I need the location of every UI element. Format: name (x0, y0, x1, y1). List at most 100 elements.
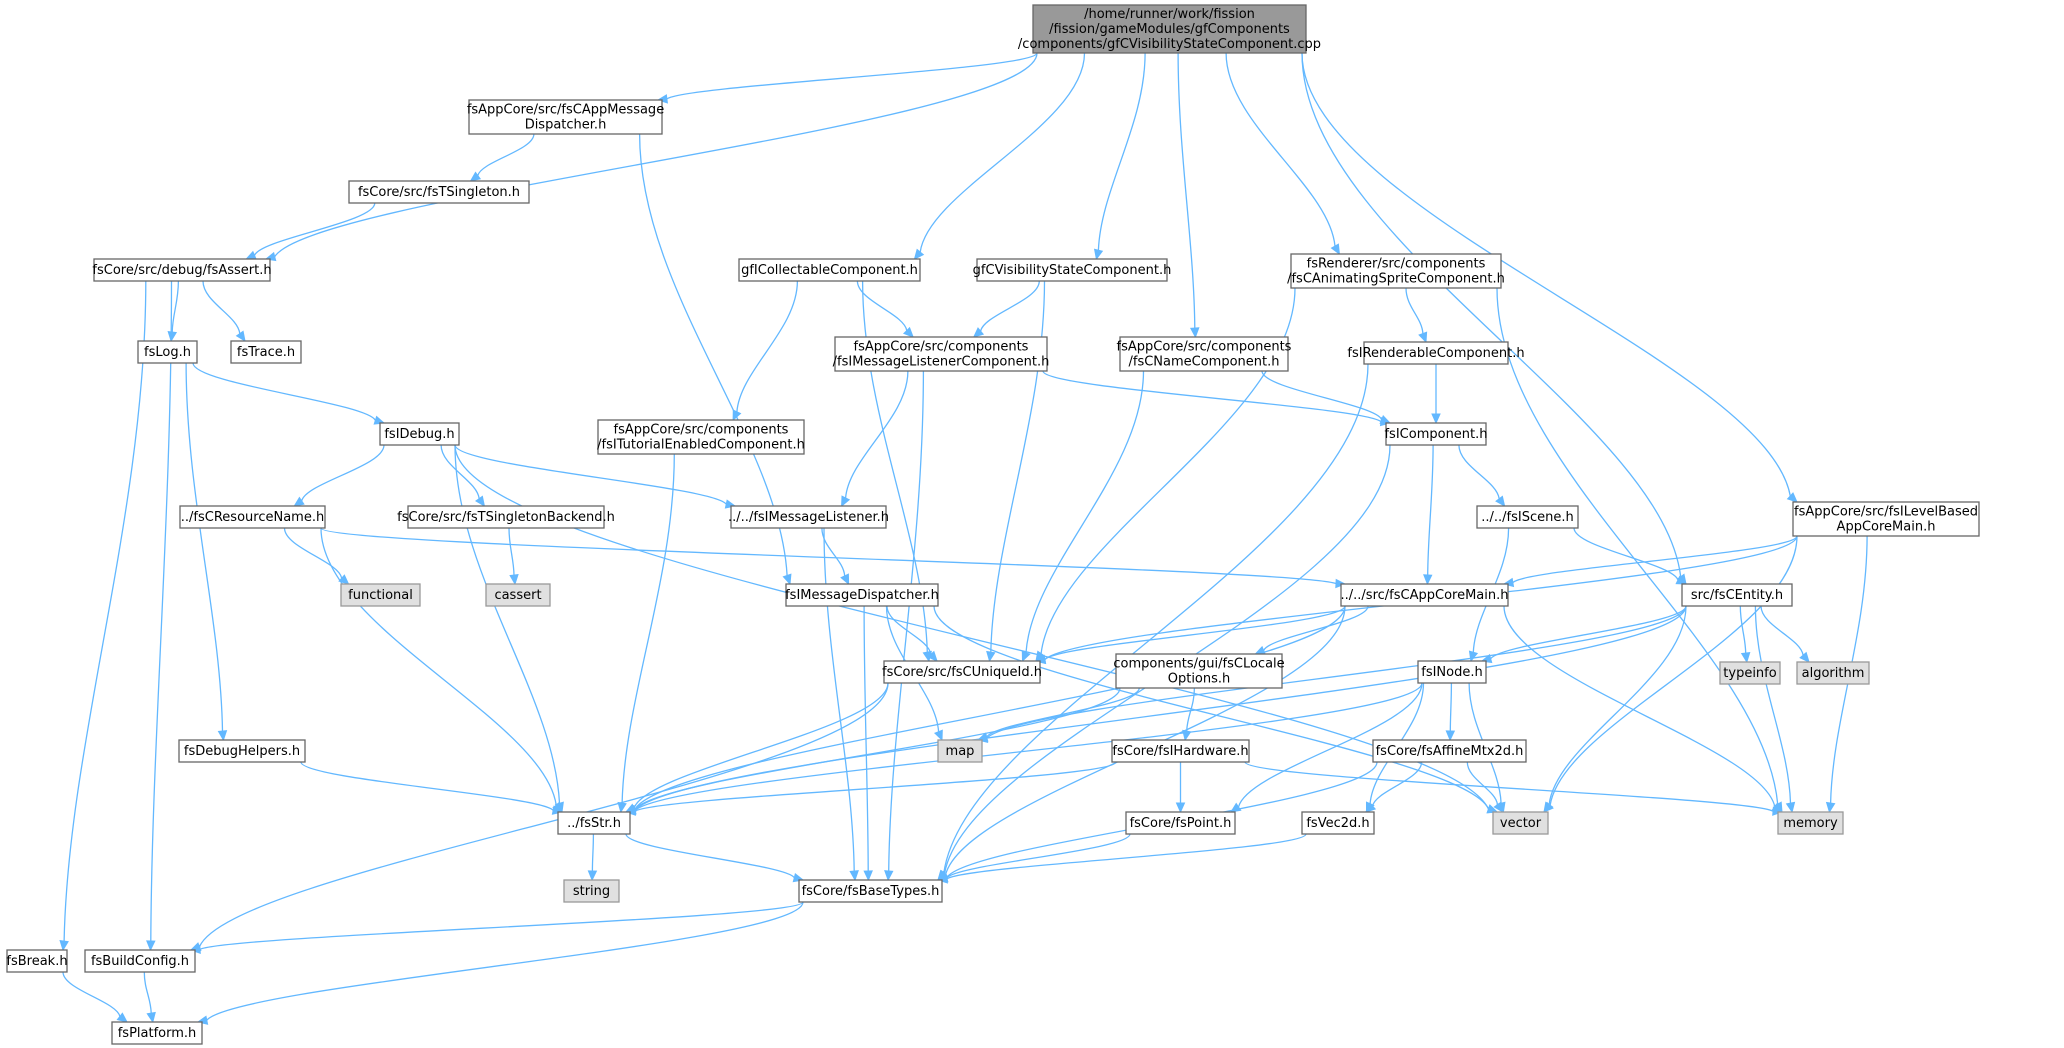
node-box[interactable] (6, 949, 68, 973)
node-box[interactable] (340, 583, 421, 607)
graph-node-msglistener[interactable]: ../../fsIMessageListener.h (728, 505, 889, 529)
node-box[interactable] (1777, 811, 1844, 835)
dependency-edge (936, 833, 1131, 883)
graph-node-hardware[interactable]: fsCore/fsIHardware.h (1111, 739, 1250, 763)
node-box[interactable] (1792, 501, 1980, 537)
node-box[interactable] (1301, 811, 1375, 835)
graph-node-fsstr[interactable]: ../fsStr.h (557, 811, 631, 835)
dependency-edge (913, 52, 1086, 260)
dependency-edge (293, 444, 385, 507)
node-box[interactable] (1796, 661, 1870, 685)
graph-node-fstrace[interactable]: fsTrace.h (230, 340, 302, 364)
graph-node-buildconfig[interactable]: fsBuildConfig.h (84, 949, 196, 973)
graph-node-icomponent[interactable]: fsIComponent.h (1384, 422, 1488, 446)
graph-node-uniqueid[interactable]: fsCore/src/fsCUniqueId.h (882, 660, 1042, 684)
node-box[interactable] (1385, 422, 1487, 446)
node-box[interactable] (111, 1021, 203, 1045)
graph-node-tsingleton[interactable]: fsCore/src/fsTSingleton.h (348, 180, 530, 204)
node-box[interactable] (883, 660, 1041, 684)
graph-node-inode[interactable]: fsINode.h (1417, 660, 1487, 684)
node-box[interactable] (1290, 253, 1502, 289)
graph-node-string[interactable]: string (563, 879, 620, 903)
node-box[interactable] (798, 879, 943, 903)
graph-node-iscene[interactable]: ../../fsIScene.h (1476, 505, 1579, 529)
graph-node-namecomp[interactable]: fsAppCore/src/components/fsCNameComponen… (1117, 336, 1292, 372)
node-box[interactable] (597, 419, 805, 455)
node-box[interactable] (179, 505, 326, 529)
graph-node-debughelpers[interactable]: fsDebugHelpers.h (178, 739, 306, 763)
graph-node-tutorial[interactable]: fsAppCore/src/components/fsITutorialEnab… (597, 419, 805, 455)
graph-node-animsprite[interactable]: fsRenderer/src/components/fsCAnimatingSp… (1287, 253, 1505, 289)
graph-node-root[interactable]: /home/runner/work/fission/fission/gameMo… (1018, 4, 1321, 54)
node-box[interactable] (137, 340, 198, 364)
edge-line (856, 280, 908, 331)
node-box[interactable] (834, 336, 1048, 372)
dependency-edge (1739, 605, 1751, 664)
node-box[interactable] (1363, 341, 1509, 365)
node-box[interactable] (1125, 811, 1236, 835)
graph-node-fsvec2d[interactable]: fsVec2d.h (1301, 811, 1375, 835)
node-box[interactable] (785, 583, 939, 607)
node-box[interactable] (485, 583, 551, 607)
graph-node-renderable[interactable]: fsIRenderableComponent.h (1347, 341, 1525, 365)
node-box[interactable] (730, 505, 887, 529)
graph-node-appcoremain[interactable]: ../../src/fsCAppCoreMain.h (1340, 583, 1509, 607)
graph-node-collectable[interactable]: gfICollectableComponent.h (738, 258, 921, 282)
node-box[interactable] (1417, 660, 1487, 684)
node-box[interactable] (178, 739, 306, 763)
graph-node-map[interactable]: map (937, 739, 983, 763)
graph-node-memory[interactable]: memory (1777, 811, 1844, 835)
edge-line (979, 280, 1040, 332)
node-box[interactable] (1492, 811, 1549, 835)
graph-node-msgdispatcher[interactable]: fsIMessageDispatcher.h (785, 583, 939, 607)
node-box[interactable] (563, 879, 620, 903)
node-box[interactable] (738, 258, 921, 282)
node-box[interactable] (1372, 739, 1527, 763)
graph-node-resname[interactable]: ../fsCResourceName.h (179, 505, 326, 529)
graph-node-cassert[interactable]: cassert (485, 583, 551, 607)
graph-node-centity[interactable]: src/fsCEntity.h (1681, 583, 1793, 607)
graph-node-affine[interactable]: fsCore/fsAffineMtx2d.h (1372, 739, 1527, 763)
node-box[interactable] (1111, 739, 1250, 763)
graph-node-functional[interactable]: functional (340, 583, 421, 607)
node-box[interactable] (1032, 4, 1307, 54)
node-box[interactable] (407, 505, 605, 529)
graph-node-fsbreak[interactable]: fsBreak.h (6, 949, 68, 973)
node-box[interactable] (230, 340, 302, 364)
graph-node-algorithm[interactable]: algorithm (1796, 661, 1870, 685)
graph-node-fsassert[interactable]: fsCore/src/debug/fsAssert.h (92, 258, 272, 282)
node-label: fsCore/src/debug/fsAssert.h (92, 263, 271, 278)
node-label: /components/gfCVisibilityStateComponent.… (1018, 37, 1321, 52)
node-label: ../../src/fsCAppCoreMain.h (1341, 588, 1509, 603)
node-box[interactable] (93, 258, 271, 282)
node-box[interactable] (1476, 505, 1579, 529)
node-box[interactable] (1681, 583, 1793, 607)
graph-node-typeinfo[interactable]: typeinfo (1719, 661, 1781, 685)
edge-line (1301, 52, 1682, 577)
graph-node-platform[interactable]: fsPlatform.h (111, 1021, 203, 1045)
graph-node-vector[interactable]: vector (1492, 811, 1549, 835)
node-box[interactable] (937, 739, 983, 763)
node-box[interactable] (1119, 336, 1289, 372)
graph-node-fspoint[interactable]: fsCore/fsPoint.h (1125, 811, 1236, 835)
node-box[interactable] (976, 258, 1168, 282)
graph-node-basetypes[interactable]: fsCore/fsBaseTypes.h (798, 879, 943, 903)
edge-line (990, 280, 1046, 653)
graph-node-visstate[interactable]: gfCVisibilityStateComponent.h (973, 258, 1172, 282)
node-box[interactable] (348, 180, 530, 204)
node-box[interactable] (84, 949, 196, 973)
node-box[interactable] (379, 422, 460, 446)
node-box[interactable] (1115, 653, 1283, 689)
graph-node-fslog[interactable]: fsLog.h (137, 340, 198, 364)
node-box[interactable] (557, 811, 631, 835)
edge-line (1549, 535, 1798, 806)
graph-node-fsidebug[interactable]: fsIDebug.h (379, 422, 460, 446)
node-box[interactable] (468, 99, 663, 135)
graph-node-tsbackend[interactable]: fsCore/src/fsTSingletonBackend.h (397, 505, 615, 529)
graph-node-mlcomp[interactable]: fsAppCore/src/components/fsIMessageListe… (833, 336, 1050, 372)
node-box[interactable] (1340, 583, 1509, 607)
node-box[interactable] (1719, 661, 1781, 685)
